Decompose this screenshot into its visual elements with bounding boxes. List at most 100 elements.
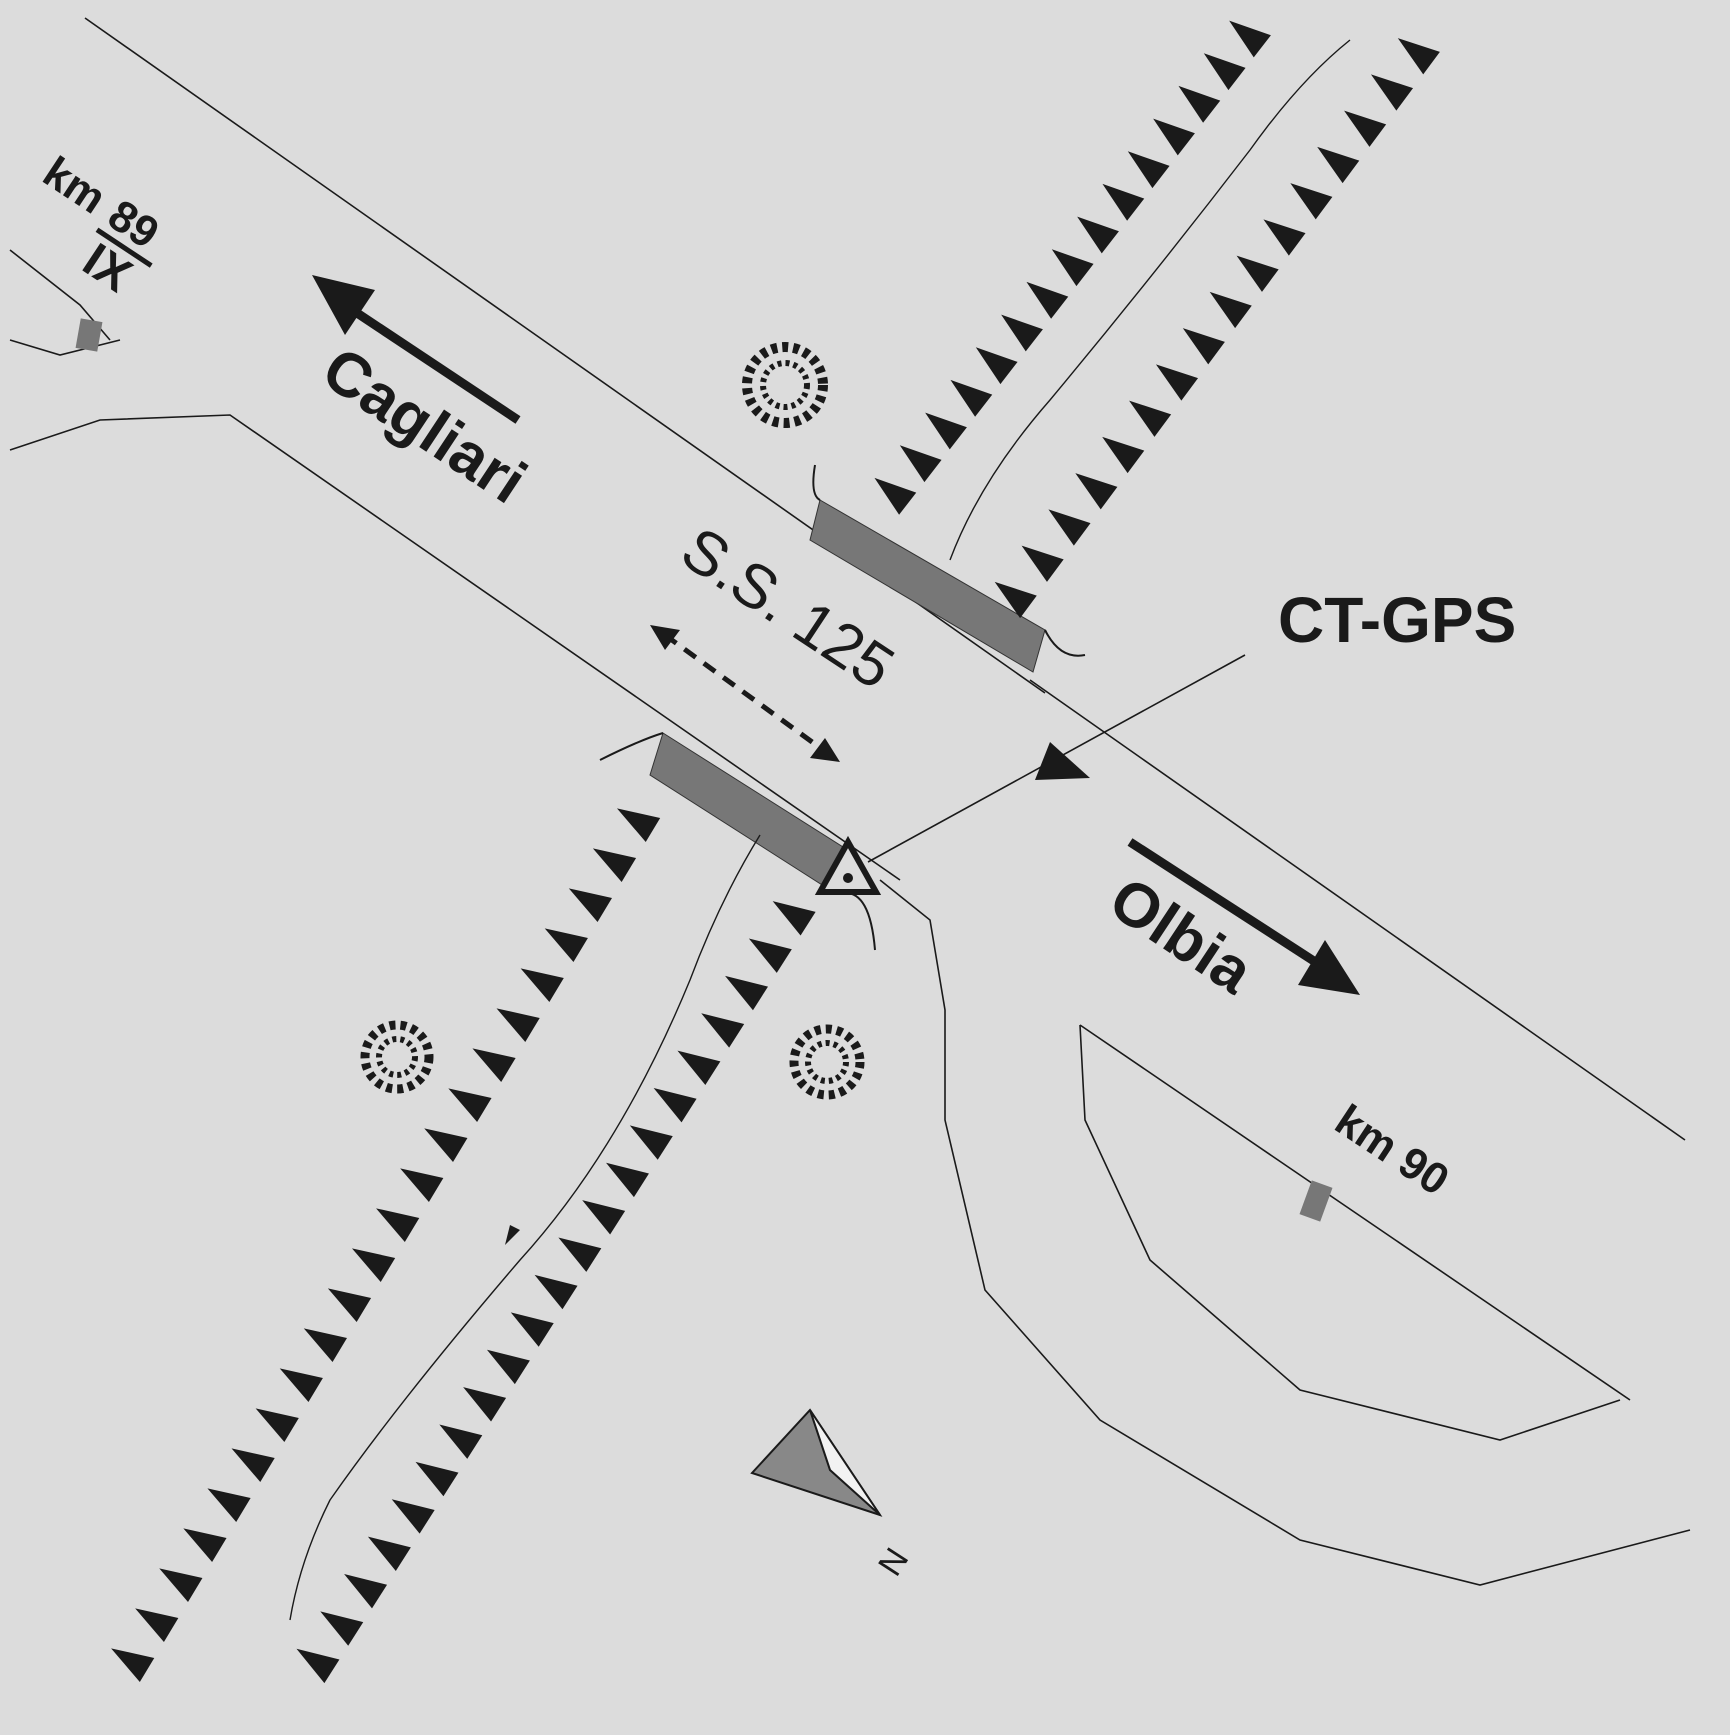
road-axis-arrowhead-west <box>650 625 680 650</box>
hachure-triangle <box>582 1200 626 1235</box>
side-road-inner <box>1079 1024 1621 1441</box>
arrow-east-shaft <box>1127 838 1323 969</box>
hachure-triangle <box>653 1088 697 1123</box>
hachure-triangle <box>677 1050 721 1086</box>
hachure-triangle <box>772 901 816 936</box>
hachure-triangle <box>606 1162 649 1198</box>
hachure-triangle <box>496 1008 540 1042</box>
hachure-triangle <box>344 1573 388 1609</box>
hachure-triangle <box>616 808 661 842</box>
road-edge-south-curve <box>879 879 1691 1586</box>
hachure-triangle <box>1317 146 1360 184</box>
hachure-triangle <box>415 1461 459 1497</box>
hachure-triangle <box>376 1208 420 1242</box>
bridge-north-wings <box>812 464 1086 657</box>
label-ct-gps: CT-GPS <box>1278 584 1516 656</box>
km-marker-west <box>75 318 103 352</box>
hachure-triangle <box>1263 219 1306 256</box>
station-pointer <box>867 654 1246 863</box>
station-dot <box>843 873 853 883</box>
hachure-triangle <box>296 1648 340 1684</box>
hachure-triangle <box>568 888 612 922</box>
stream-south <box>289 834 761 1621</box>
hachure-triangle <box>629 1125 673 1160</box>
hachure-triangle <box>1001 314 1043 352</box>
arrow-west-icon <box>312 275 375 335</box>
hachure-triangle <box>874 477 917 515</box>
hachure-triangle <box>725 975 768 1011</box>
hachure-triangle <box>255 1408 299 1442</box>
hachure-triangle <box>183 1528 227 1562</box>
hachure-triangle <box>463 1387 507 1422</box>
shrub-icon <box>742 342 828 428</box>
hachure-triangle <box>1153 118 1195 156</box>
hachure-triangle <box>1077 216 1119 254</box>
hachure-triangle <box>510 1312 554 1347</box>
ct-gps-marker <box>814 835 882 895</box>
hachure-triangle <box>1344 110 1387 147</box>
hachure-triangle <box>327 1288 372 1322</box>
hachure-triangle <box>1236 255 1279 292</box>
side-road-north-edge <box>1079 1024 1631 1401</box>
stream <box>289 39 1351 1621</box>
hachure-triangle <box>439 1424 483 1459</box>
direction-arrows <box>312 275 1360 995</box>
hachure-triangle <box>1182 328 1225 365</box>
hachure-triangle <box>1209 291 1252 329</box>
trees <box>360 342 865 1100</box>
hachure-triangle <box>1203 53 1246 91</box>
hachure-triangle <box>520 968 564 1002</box>
hachure-triangle <box>400 1168 444 1202</box>
hachure-triangle <box>1026 281 1069 319</box>
hachure-triangle <box>1048 509 1091 546</box>
hachure-triangle <box>1290 183 1333 220</box>
hachure-triangle <box>231 1448 275 1482</box>
stream-flow-arrow <box>505 1225 520 1245</box>
hachure-triangle <box>544 928 588 962</box>
hachure-triangle <box>558 1237 602 1272</box>
hachure-triangle <box>391 1499 435 1534</box>
hachure-triangle <box>1102 436 1145 474</box>
hachure-triangle <box>159 1568 203 1602</box>
hachure-triangle <box>111 1648 155 1682</box>
shrub-icon <box>360 1020 434 1094</box>
hachure-triangle <box>279 1368 323 1402</box>
hachure-triangle <box>1229 20 1271 58</box>
station-triangle-icon <box>814 835 882 895</box>
hachure-triangle <box>534 1274 578 1310</box>
arrow-west-shaft <box>342 301 521 424</box>
hachure-triangle <box>748 938 792 973</box>
road-edge-north-east <box>1029 679 1686 1141</box>
bridge-north <box>809 499 1046 673</box>
hachure-triangle <box>592 848 637 882</box>
km-89-rule <box>95 227 153 268</box>
hachure-triangle <box>1178 85 1221 123</box>
hachure-triangle <box>424 1128 468 1162</box>
hachure-triangle <box>925 412 967 450</box>
hachure-triangle <box>1129 400 1172 437</box>
hachure-triangle <box>472 1048 516 1082</box>
hachure-triangle <box>367 1536 411 1571</box>
bridges <box>599 464 1086 951</box>
road-edge-south-west <box>9 414 901 881</box>
hachure-triangle <box>1102 183 1145 221</box>
stream-north <box>949 39 1351 561</box>
leader-arrowhead <box>1035 742 1090 780</box>
hachure-triangle <box>701 1013 745 1048</box>
hachure-triangle <box>1075 473 1118 510</box>
hachure-triangle <box>303 1328 347 1362</box>
hachure-triangle <box>975 347 1018 385</box>
hachure-triangle <box>135 1608 179 1642</box>
hachure-triangle <box>1051 249 1094 287</box>
hachure-triangle <box>486 1349 530 1385</box>
hachure-triangle <box>994 581 1037 619</box>
hachure-triangle <box>207 1488 251 1522</box>
hachure-triangle <box>1127 151 1170 189</box>
road-axis-arrowhead-east <box>810 738 840 762</box>
hachure-triangle <box>950 379 993 417</box>
hachure-triangle <box>1397 38 1440 75</box>
hachure-triangle <box>351 1248 396 1282</box>
